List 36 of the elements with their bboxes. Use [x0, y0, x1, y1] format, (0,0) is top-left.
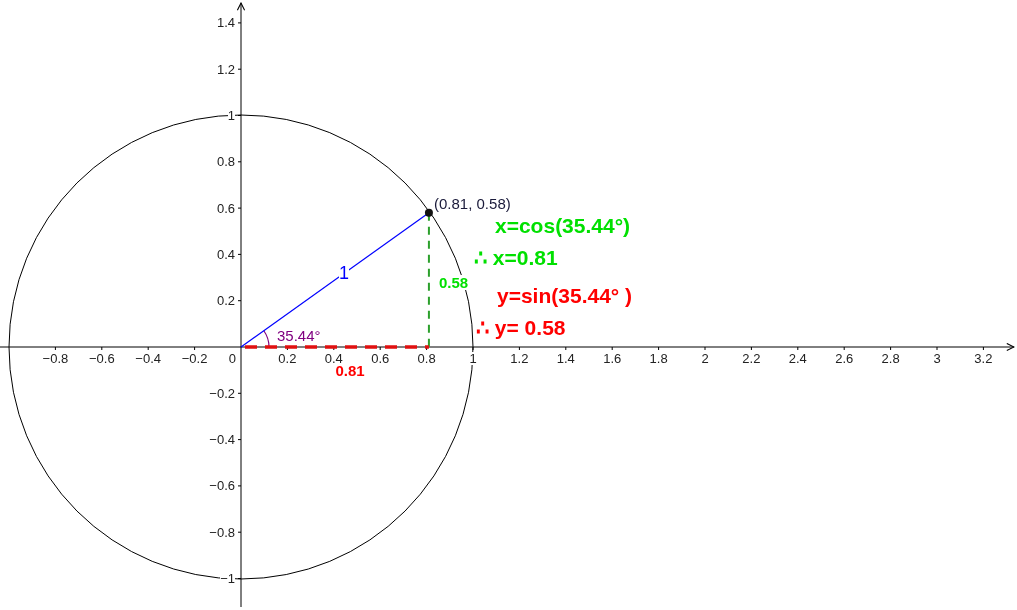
tick-label: 2.4	[788, 351, 807, 365]
side-length-label: 0.58	[439, 274, 469, 290]
tick-label: 2.6	[835, 351, 854, 365]
point-label: (0.81, 0.58)	[434, 195, 511, 211]
tick-label: −0.8	[209, 525, 235, 539]
tick-label: 1.4	[216, 16, 235, 30]
tick-label: 0.2	[216, 294, 235, 308]
tick-label: 3	[933, 351, 941, 365]
tick-label: 1.6	[603, 351, 622, 365]
tick-label: −0.6	[88, 351, 115, 365]
tick-label: −0.4	[209, 433, 235, 447]
tick-label: 0.6	[216, 201, 235, 215]
tick-label: 2	[701, 351, 709, 365]
tick-label: 0.8	[417, 351, 436, 365]
tick-label: 2.8	[881, 351, 900, 365]
tick-label: 0.4	[216, 247, 235, 261]
tick-label: 3.2	[974, 351, 993, 365]
tick-label: 1.2	[216, 62, 235, 76]
tick-label: 1	[227, 109, 235, 122]
tick-label: 0.6	[371, 351, 390, 365]
tick-label: −0.8	[42, 351, 69, 365]
tick-label: 1.4	[556, 351, 575, 365]
tick-label: −0.4	[135, 351, 162, 365]
tick-label: −0.2	[209, 386, 235, 400]
tick-label: 1.8	[649, 351, 668, 365]
tick-label: −1	[220, 572, 235, 585]
tick-label: 1.2	[510, 351, 529, 365]
tick-label: 1	[469, 351, 477, 365]
tick-label: −0.2	[181, 351, 208, 365]
tick-label: 0	[228, 351, 236, 365]
tick-label: 2.2	[742, 351, 761, 365]
tick-label: 0.8	[216, 155, 235, 169]
tick-label: 0.4	[324, 351, 343, 365]
tick-label: −0.6	[209, 479, 235, 493]
side-length-label: 1	[339, 264, 349, 282]
tick-label: 0.2	[278, 351, 297, 365]
